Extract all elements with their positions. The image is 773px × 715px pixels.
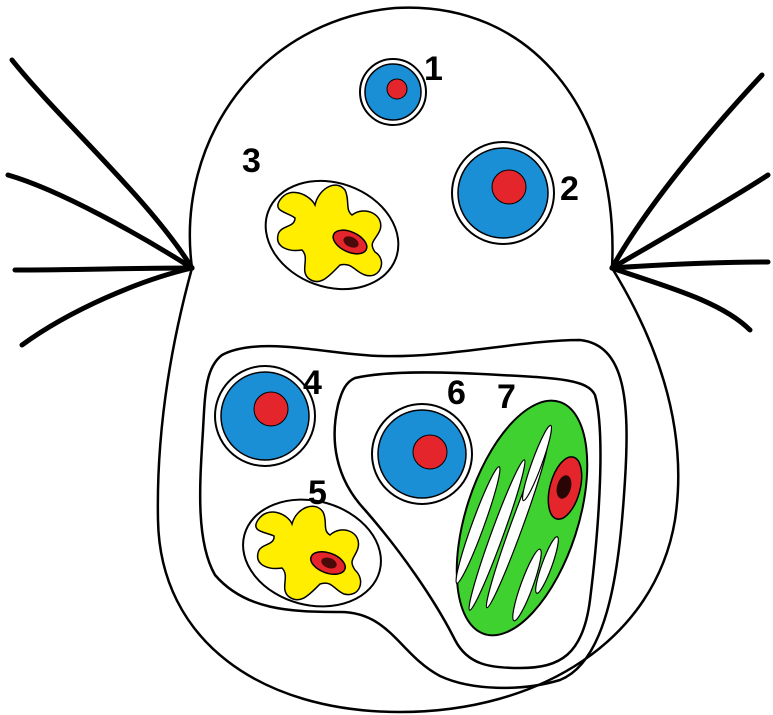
organelle-3 (250, 163, 413, 307)
nucleolus-4 (254, 392, 288, 426)
nucleolus-1 (387, 79, 407, 99)
left-flagella (8, 60, 192, 345)
flagellum-right-3 (612, 262, 768, 268)
flagellum-right-1 (612, 75, 762, 268)
label-3: 3 (242, 142, 261, 180)
organelle-4 (215, 366, 315, 466)
label-4: 4 (303, 364, 322, 402)
organelle-6 (372, 404, 472, 504)
label-6: 6 (447, 374, 466, 412)
flagellum-left-4 (22, 268, 192, 345)
label-7: 7 (497, 378, 516, 416)
label-5: 5 (308, 474, 327, 512)
label-1: 1 (424, 50, 443, 88)
flagellum-left-2 (8, 175, 192, 268)
right-flagella (612, 75, 768, 330)
flagellum-left-3 (15, 268, 192, 270)
flagellum-right-2 (612, 175, 768, 268)
flagellum-left-1 (12, 60, 192, 268)
flagellum-right-4 (612, 268, 750, 330)
nucleolus-2 (492, 170, 526, 204)
nucleolus-6 (413, 435, 447, 469)
organelle-1 (360, 59, 426, 125)
label-2: 2 (560, 170, 579, 208)
organelle-2 (452, 142, 554, 244)
